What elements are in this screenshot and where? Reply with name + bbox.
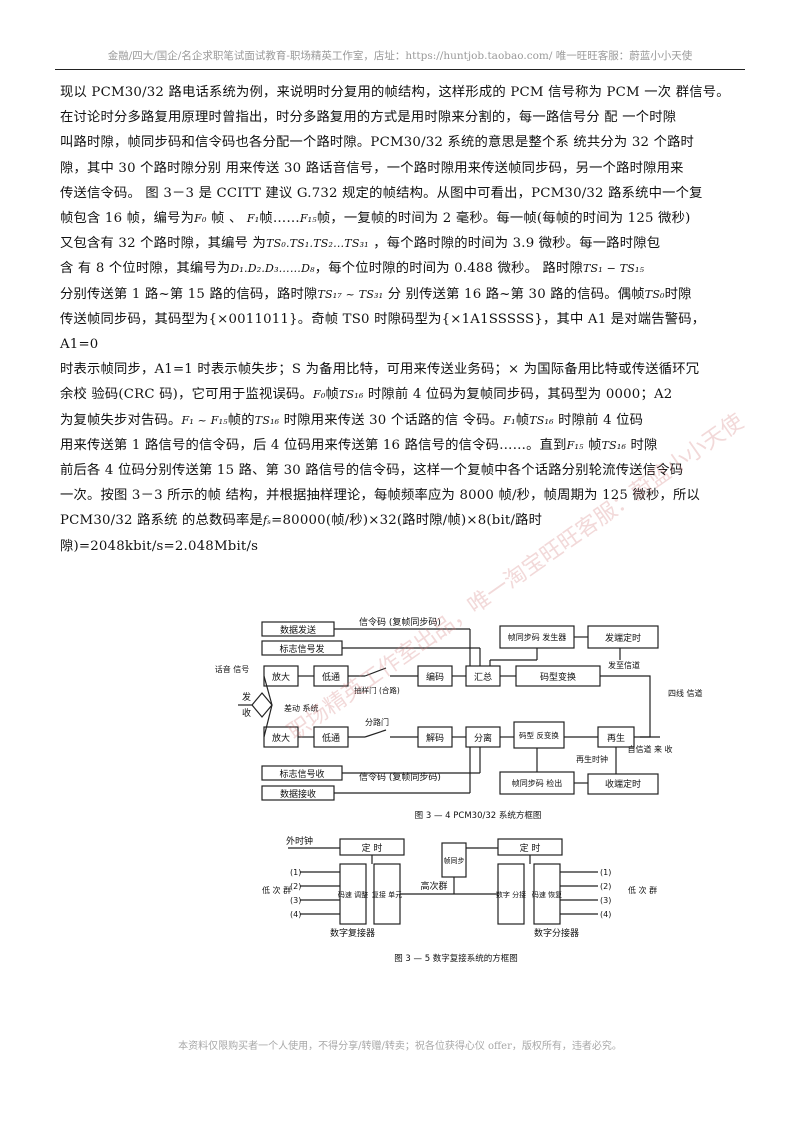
text-line: 又包含有 32 个路时隙，其编号 为TS₀.TS₁.TS₂…TS₃₁ ，每个路时… — [60, 236, 661, 252]
fig1-signaling-top: 信令码 (复帧同步码) — [359, 616, 441, 628]
fig2-caption: 图 3 — 5 数字复接系统的方框图 — [394, 953, 518, 964]
text-line: 时表示帧同步，A1=1 时表示帧失步；S 为备用比特，可用来传送业务码；× 为国… — [60, 362, 700, 378]
box-rate-restore — [533, 863, 561, 925]
fig2-input-3: (3) — [290, 896, 301, 905]
text-line: 传送信令码。 图 3－3 是 CCITT 建议 G.732 规定的帧结构。从图中… — [60, 185, 703, 201]
formula: F₁ — [503, 413, 516, 427]
fig1-tx-timing: 发端定时 — [605, 632, 641, 644]
text-line: 隙，其中 30 个路时隙分别 用来传送 30 路话音信号，一个路时隙用来传送帧同… — [60, 160, 684, 176]
fig2-output-3: (3) — [600, 896, 611, 905]
fig1-data-send: 数据发送 — [280, 624, 316, 636]
fig1-frame-sync-detect: 帧同步码 检出 — [512, 778, 563, 788]
formula: TS₁ − TS₁₅ — [583, 262, 645, 276]
fig1-combine: 汇总 — [474, 671, 492, 683]
fig1-code-convert: 码型变换 — [540, 671, 576, 683]
text-line: 一次。按图 3－3 所示的帧 结构，并根据抽样理论，每帧频率应为 8000 帧/… — [60, 488, 700, 504]
fig1-lowpass1: 低通 — [322, 671, 340, 683]
fig1-separate: 分离 — [474, 732, 492, 744]
fig2-input-1: (1) — [290, 868, 301, 877]
fig2-high-group: 高次群 — [420, 880, 447, 892]
fig1-data-recv: 数据接收 — [280, 788, 316, 800]
text-line: 用来传送第 1 路信号的信令码，后 4 位码用来传送第 16 路信号的信令码……… — [60, 437, 658, 453]
text-line: 含 有 8 个位时隙，其编号为D₁.D₂.D₃……D₈，每个位时隙的时间为 0.… — [60, 261, 645, 277]
fig2-low-group-right: 低 次 群 — [628, 885, 657, 895]
formula: TS₀ — [644, 287, 665, 301]
fig1-signaling-bottom: 信令码 (复帧同步码) — [359, 771, 441, 783]
fig2-output-4: (4) — [600, 910, 611, 919]
fig1-four-wire: 四线 信道 — [668, 688, 703, 698]
text-line: 叫路时隙，帧同步码和信令码也各分配一个路时隙。PCM30/32 系统的意思是整个… — [60, 135, 695, 151]
fig2-input-2: (2) — [290, 882, 301, 891]
formula: F₁₅ — [299, 212, 317, 226]
formula: TS₀.TS₁.TS₂…TS₃₁ — [266, 237, 369, 251]
fig1-frame-sync-gen: 帧同步码 发生器 — [508, 632, 567, 642]
formula: TS₁₆ — [601, 438, 627, 452]
formula: F₁ ~ F₁₅ — [181, 413, 228, 427]
fig1-flag-send: 标志信号发 — [279, 643, 324, 655]
fig1-caption: 图 3 — 4 PCM30/32 系统方框图 — [415, 810, 542, 821]
fig1-amp2: 放大 — [272, 732, 290, 744]
fig2-rate-restore: 码速 恢复 — [532, 890, 562, 899]
formula: D₁.D₂.D₃……D₈ — [230, 262, 315, 276]
fig1-tx-channel: 发至信道 — [608, 660, 640, 670]
formula: TS₁₆ — [339, 388, 364, 402]
fig2-ext-clock: 外时钟 — [286, 835, 313, 847]
fig1-regen-clock: 再生时钟 — [576, 754, 608, 764]
text-line: 隙)=2048kbit/s=2.048Mbit/s — [60, 538, 259, 554]
formula: F₁ — [246, 212, 260, 226]
fig2-low-group-left: 低 次 群 — [262, 885, 291, 895]
formula: F₀ — [194, 212, 207, 226]
fig2-output-1: (1) — [600, 868, 611, 877]
fig1-sample-gate: 抽样门 (合路) — [354, 685, 400, 695]
fig2-demux: 数字 分接 — [496, 890, 526, 899]
header-rule — [55, 69, 745, 70]
text-line: 为复帧失步对告码。F₁ ~ F₁₅帧的TS₁₆ 时隙用来传送 30 个话路的信 … — [60, 412, 644, 428]
formula: fₛ — [262, 514, 272, 528]
fig2-input-4: (4) — [290, 910, 301, 919]
fig1-rx-short: 收 — [242, 707, 251, 719]
fig1-rx-timing: 收端定时 — [605, 778, 641, 790]
fig2-demultiplexer: 数字分接器 — [534, 927, 579, 939]
box-code-inverse — [513, 721, 565, 749]
box-rx-timing — [587, 773, 659, 795]
fig2-timing-right: 定 时 — [520, 842, 541, 854]
fig2-multiplexer: 数字复接器 — [330, 927, 375, 939]
fig1-rx-channel: 自信道 来 收 — [627, 744, 672, 754]
fig1-hybrid: 差动 系统 — [284, 703, 319, 713]
fig1-flag-recv: 标志信号收 — [279, 768, 324, 780]
fig1-lowpass2: 低通 — [322, 732, 340, 744]
text-line: 前后各 4 位码分别传送第 15 路、第 30 路信号的信令码，这样一个复帧中各… — [60, 463, 684, 479]
fig1-regen: 再生 — [607, 732, 625, 744]
fig1-tx-short: 发 — [242, 691, 251, 703]
text-line: 在讨论时分多路复用原理时曾指出，时分多路复用的方式是用时隙来分割的，每一路信号分… — [60, 110, 677, 126]
formula: TS₁₆ — [529, 413, 554, 427]
text-line: 分别传送第 1 路~第 15 路的信码，路时隙TS₁₇ ~ TS₃₁ 分 别传送… — [60, 286, 692, 302]
text-line: 现以 PCM30/32 路电话系统为例，来说明时分复用的帧结构，这样形成的 PC… — [60, 85, 730, 100]
formula: TS₁₆ — [254, 413, 280, 427]
box-rate-adjust — [339, 863, 367, 925]
fig1-split-gate: 分路门 — [365, 717, 389, 727]
fig1-voice: 话音 信号 — [215, 664, 250, 674]
fig2-rate-adjust: 码速 调整 — [338, 890, 368, 899]
fig1-decode: 解码 — [426, 732, 444, 744]
formula: TS₁₇ ~ TS₃₁ — [317, 287, 384, 301]
text-line: 余校 验码(CRC 码)，它可用于监视误码。F₀帧TS₁₆ 时隙前 4 位码为复… — [60, 387, 673, 403]
text-line: 传送帧同步码，其码型为{×0011011}。奇帧 TS0 时隙码型为{×1A1S… — [60, 311, 706, 353]
formula: F₀ — [313, 388, 326, 402]
body-paragraph: 现以 PCM30/32 路电话系统为例，来说明时分复用的帧结构，这样形成的 PC… — [60, 80, 740, 559]
page-header: 金融/四大/国企/名企求职笔试面试教育-职场精英工作室，店址：https://h… — [107, 50, 693, 62]
fig2-mux-unit: 复接 单元 — [372, 890, 402, 899]
fig2-output-2: (2) — [600, 882, 611, 891]
fig1-amp1: 放大 — [272, 671, 290, 683]
text-line: PCM30/32 路系统 的总数码率是fₛ=80000(帧/秒)×32(路时隙/… — [60, 513, 543, 529]
fig1-code-inverse: 码型 反变换 — [519, 730, 559, 740]
text-line: 帧包含 16 帧，编号为F₀ 帧 、 F₁帧……F₁₅帧，一复帧的时间为 2 毫… — [60, 211, 691, 227]
fig1-encode: 编码 — [426, 671, 444, 683]
hybrid-diamond — [251, 692, 273, 718]
fig2-timing-left: 定 时 — [362, 842, 383, 854]
formula: F₁₅ — [566, 438, 584, 452]
fig2-frame-sync: 帧同步 — [444, 856, 465, 865]
page-footer: 本资料仅限购买者一个人使用，不得分享/转赠/转卖；祝各位获得心仪 offer，版… — [178, 1041, 622, 1052]
